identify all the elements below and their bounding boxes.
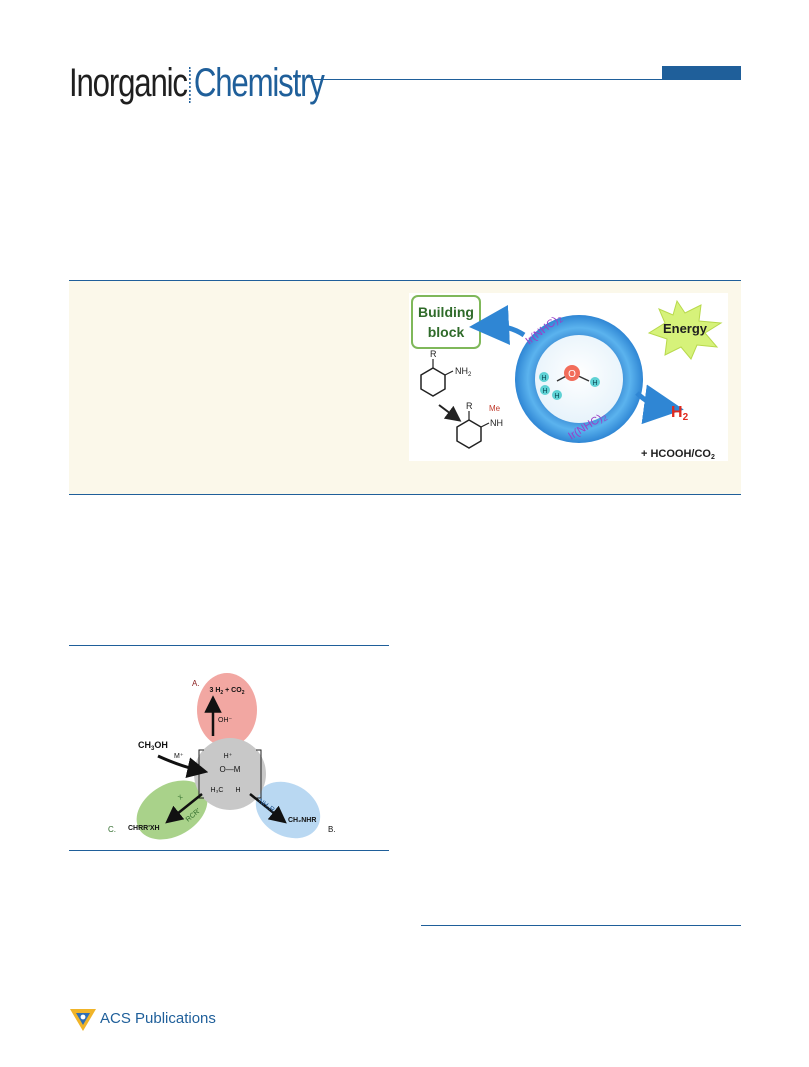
arrow-b <box>249 793 287 824</box>
header-rule <box>313 79 741 80</box>
center-proton: H⁺ <box>224 753 233 760</box>
arrow-c <box>165 793 203 824</box>
acs-logo-icon <box>68 1005 98 1033</box>
label-c: C. <box>108 825 116 834</box>
b-product: CH₂NHR <box>288 817 316 824</box>
methanol-label: CH3OH <box>138 740 168 752</box>
svg-text:H: H <box>542 388 547 395</box>
product-amine: NH <box>490 418 503 428</box>
svg-text:O: O <box>568 369 576 380</box>
journal-title-word-2: Chemistry <box>193 61 325 105</box>
scheme-top-rule <box>69 645 389 646</box>
svg-text:H: H <box>554 393 559 400</box>
c-product: CHRR'XH <box>128 825 160 832</box>
header-tab <box>662 66 741 80</box>
hydrogen-atom <box>539 372 549 382</box>
energy-burst <box>647 299 723 360</box>
scheme-graphic: H⁺ O—M H₃C H A. 3 H2 + CO2 OH⁻ CH3OH M⁺ … <box>100 670 360 842</box>
a-product: 3 H2 + CO2 <box>210 687 245 696</box>
svg-text:R: R <box>430 349 437 359</box>
byproduct-label: + HCOOH/CO2 <box>641 448 715 461</box>
right-column-rule <box>421 925 741 926</box>
product-methyl: Me <box>489 404 501 413</box>
toc-graphic-svg: Building block Ir(NHC)2 Ir(NHC)2 O H H H… <box>411 295 723 461</box>
svg-text:H: H <box>541 375 546 382</box>
scheme-bottom-rule <box>69 850 389 851</box>
publisher-name: ACS Publications <box>100 1010 216 1027</box>
center-h: H <box>235 787 240 794</box>
reactant-ring <box>420 367 446 397</box>
hydrogen-atom <box>552 390 562 400</box>
arrow-to-building-block <box>469 305 526 345</box>
building-block-label-2: block <box>428 324 465 340</box>
journal-title-word-1: Inorganic <box>69 61 188 105</box>
building-block-label-1: Building <box>418 304 474 320</box>
arrow-to-h2 <box>635 384 684 425</box>
lobe-a <box>197 673 257 747</box>
center-om: O—M <box>220 765 241 774</box>
journal-title-separator <box>189 67 191 104</box>
hydrogen-atom <box>540 385 550 395</box>
center-h3c: H₃C <box>211 787 224 794</box>
reaction-arrow <box>438 404 462 422</box>
c-reagent-x: X <box>177 794 184 801</box>
arrow-methanol <box>157 754 209 778</box>
scheme-svg: H⁺ O—M H₃C H A. 3 H2 + CO2 OH⁻ CH3OH M⁺ … <box>108 673 336 840</box>
product-ring <box>456 419 482 449</box>
center-intermediate <box>194 738 266 810</box>
a-reagent: OH⁻ <box>218 717 233 724</box>
oxygen-atom <box>564 365 580 381</box>
svg-text:H: H <box>592 380 597 387</box>
hydrogen-atom <box>590 377 600 387</box>
metal-label: M⁺ <box>174 753 184 760</box>
reactant-amine: NH2 <box>455 366 472 378</box>
catalyst-ring-inner <box>535 335 623 423</box>
label-b: B. <box>328 825 336 834</box>
h2-label: H2 <box>671 404 689 423</box>
svg-text:R: R <box>466 401 473 411</box>
label-a: A. <box>192 679 200 688</box>
lobe-b <box>255 781 321 839</box>
toc-graphic: Building block Ir(NHC)2 Ir(NHC)2 O H H H… <box>409 293 728 461</box>
energy-label: Energy <box>663 321 708 336</box>
